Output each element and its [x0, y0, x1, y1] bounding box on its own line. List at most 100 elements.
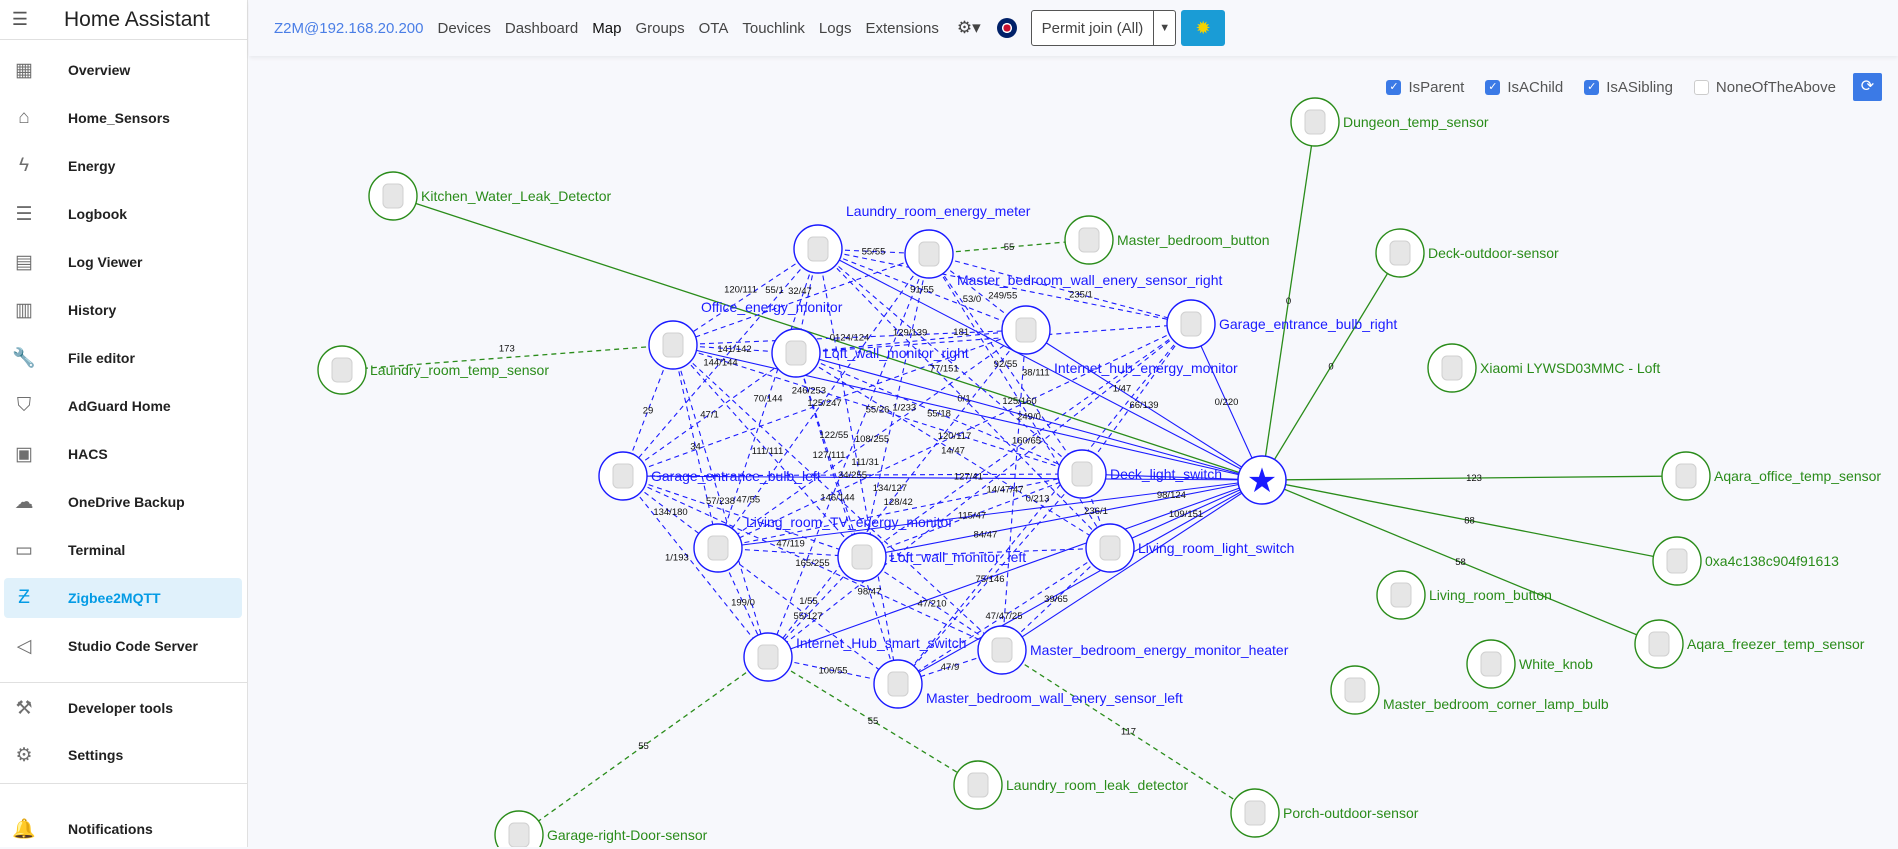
sidebar-item-file-editor[interactable]: 🔧File editor — [4, 338, 242, 378]
node-kitchenleak[interactable] — [368, 171, 418, 221]
z2m-brand-link[interactable]: Z2M@192.168.20.200 — [274, 19, 424, 37]
node-oxa4[interactable] — [1652, 536, 1702, 586]
nav-groups[interactable]: Groups — [635, 19, 685, 37]
checkbox[interactable]: ✓ — [1485, 79, 1501, 95]
sidebar-item-developer-tools[interactable]: ⚒Developer tools — [4, 688, 242, 728]
device-label: White_knob — [1519, 656, 1593, 672]
link-label: 55/127 — [793, 611, 822, 622]
link-label: 55 — [868, 716, 879, 727]
link-label: 55/18 — [927, 409, 951, 420]
node-cornerbulb[interactable] — [1330, 665, 1380, 715]
node-coord[interactable]: ★ — [1237, 455, 1287, 505]
permit-join-dropdown[interactable]: ▼ — [1153, 11, 1175, 45]
node-aqoffice[interactable] — [1661, 451, 1711, 501]
node-ihubenergy[interactable] — [1001, 305, 1051, 355]
permit-join-label[interactable]: Permit join (All) — [1041, 19, 1144, 37]
link-label: 0/220 — [1215, 397, 1239, 408]
filter-noneoftheabove[interactable]: NoneOfTheAbove — [1693, 79, 1836, 96]
node-gbulbr[interactable] — [1166, 299, 1216, 349]
link-label: 100/55 — [818, 666, 847, 677]
sidebar-item-logbook[interactable]: ☰Logbook — [4, 194, 242, 234]
sidebar-item-home-sensors[interactable]: ⌂Home_Sensors — [4, 98, 242, 138]
menu-collapse-icon[interactable]: ☰ — [11, 9, 29, 29]
node-gbulbl[interactable] — [598, 451, 648, 501]
nav-extensions[interactable]: Extensions — [865, 19, 939, 37]
sidebar-item-terminal[interactable]: ▭Terminal — [4, 530, 242, 570]
link-mbwallr-gbulbr — [928, 253, 1192, 325]
node-aqfreezer[interactable] — [1634, 619, 1684, 669]
link-label: 55 — [638, 741, 649, 752]
node-loftl[interactable] — [837, 532, 887, 582]
cloud-icon: ☁ — [14, 491, 34, 513]
coordinator-node[interactable] — [1237, 455, 1287, 505]
map-nodes: ★ — [317, 97, 1711, 847]
map-filters: ✓IsParent ✓IsAChild ✓IsASibling NoneOfTheAb… — [1386, 73, 1882, 101]
checkbox[interactable] — [1693, 79, 1709, 95]
link-deck-mbwalll — [897, 473, 1083, 685]
node-lrlight[interactable] — [1085, 523, 1135, 573]
sidebar-item-log-viewer[interactable]: ▤Log Viewer — [4, 242, 242, 282]
sidebar-item-adguard-home[interactable]: ⛉AdGuard Home — [4, 386, 242, 426]
sidebar-item-overview[interactable]: ▦Overview — [4, 50, 242, 90]
node-ihubswitch[interactable] — [743, 632, 793, 682]
map-links — [341, 121, 1687, 836]
node-mbheater[interactable] — [977, 625, 1027, 675]
node-office[interactable] — [648, 320, 698, 370]
filter-isparent[interactable]: ✓IsParent — [1386, 79, 1464, 96]
map-device-labels: Dungeon_temp_sensorDeck-outdoor-sensorXi… — [370, 114, 1881, 843]
link-gbulbl-mbheater — [622, 475, 1003, 651]
node-lrenergy[interactable] — [793, 224, 843, 274]
device-image-icon — [508, 822, 530, 847]
link-ihubenergy-ihubswitch — [767, 329, 1027, 658]
node-mbwallr[interactable] — [904, 229, 954, 279]
link-label: 128/42 — [884, 497, 913, 508]
link-label: 127/111 — [813, 450, 846, 461]
node-lrtemp[interactable] — [317, 345, 367, 395]
settings-gear-icon[interactable]: ⚙▾ — [956, 18, 981, 37]
sidebar-item-settings[interactable]: ⚙Settings — [4, 735, 242, 775]
nav-map[interactable]: Map — [592, 19, 622, 37]
node-knob[interactable] — [1466, 639, 1516, 689]
node-xiaomi[interactable] — [1427, 343, 1477, 393]
node-lrtv[interactable] — [693, 523, 743, 573]
node-mbwalll[interactable] — [873, 659, 923, 709]
sidebar-item-notifications[interactable]: 🔔Notifications — [4, 809, 242, 849]
uk-flag-icon[interactable] — [996, 18, 1017, 38]
nav-touchlink[interactable]: Touchlink — [742, 19, 805, 37]
node-garagedoor[interactable] — [494, 810, 544, 847]
filter-isasibling[interactable]: ✓IsASibling — [1584, 79, 1673, 96]
nav-ota[interactable]: OTA — [698, 19, 729, 37]
checkbox[interactable]: ✓ — [1584, 79, 1600, 95]
theme-toggle-button[interactable]: ✹ — [1181, 10, 1226, 46]
node-porch[interactable] — [1230, 788, 1280, 838]
link-label: 0 — [1286, 296, 1291, 307]
node-deckout[interactable] — [1375, 228, 1425, 278]
nav-logs[interactable]: Logs — [818, 19, 852, 37]
node-mbbutton[interactable] — [1064, 215, 1114, 265]
node-loftr[interactable] — [771, 328, 821, 378]
sidebar-item-hacs[interactable]: ▣HACS — [4, 434, 242, 474]
device-image-icon — [1648, 631, 1670, 657]
node-dungeon[interactable] — [1290, 97, 1340, 147]
filter-isachild[interactable]: ✓IsAChild — [1485, 79, 1563, 96]
device-label: Deck-outdoor-sensor — [1428, 245, 1559, 261]
nav-devices[interactable]: Devices — [437, 19, 491, 37]
checkbox[interactable]: ✓ — [1386, 79, 1402, 95]
permit-join-button[interactable]: Permit join (All) ▼ — [1030, 10, 1177, 46]
link-coord-deck — [1081, 473, 1263, 481]
node-lrbutton[interactable] — [1376, 570, 1426, 620]
sidebar-item-studio-code-server[interactable]: ◁Studio Code Server — [4, 626, 242, 666]
link-label: 1/55 — [799, 596, 818, 607]
device-image-icon — [1304, 109, 1326, 135]
refresh-button[interactable]: ⟳ — [1853, 73, 1882, 101]
link-coord-lrlight — [1109, 479, 1263, 549]
node-deck[interactable] — [1057, 449, 1107, 499]
sidebar-item-history[interactable]: ▥History — [4, 290, 242, 330]
sidebar-item-onedrive-backup[interactable]: ☁OneDrive Backup — [4, 482, 242, 522]
node-lrleak[interactable] — [953, 760, 1003, 810]
nav-dashboard[interactable]: Dashboard — [504, 19, 579, 37]
device-image-icon — [382, 183, 404, 209]
